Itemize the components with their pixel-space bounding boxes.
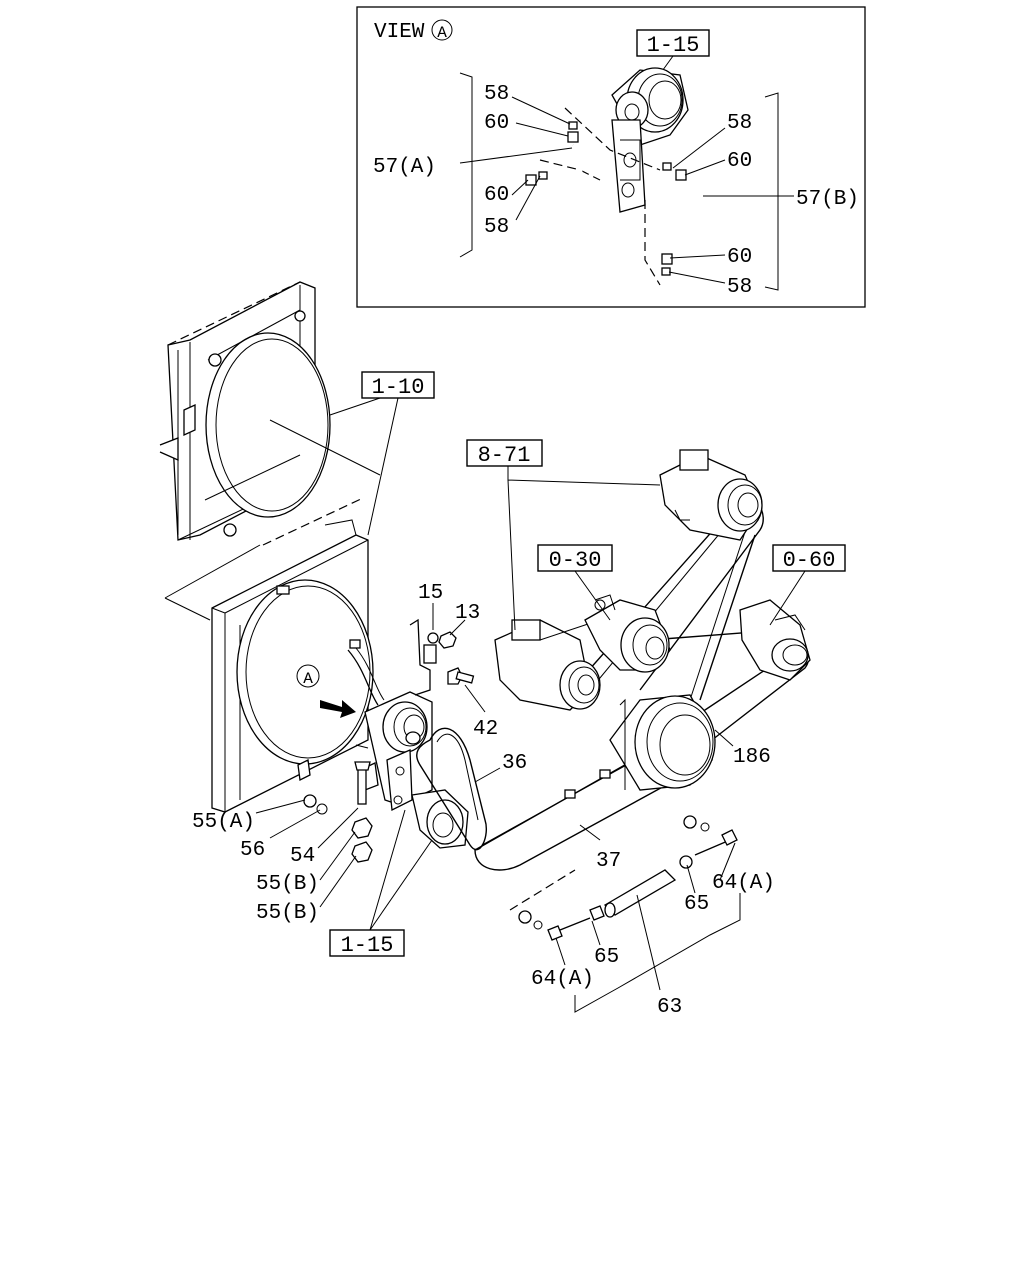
crankshaft-pulley-drawing (609, 694, 716, 791)
callout-36: 36 (502, 752, 527, 775)
ref-label-0-60: 0-60 (783, 548, 836, 573)
view-title: VIEW (374, 21, 425, 44)
callout-57b: 57(B) (796, 188, 859, 211)
ref-label-1-15-inset: 1-15 (647, 33, 700, 58)
callout-60: 60 (727, 246, 752, 269)
callout-65: 65 (594, 946, 619, 969)
callout-56: 56 (240, 839, 265, 862)
callout-58: 58 (727, 112, 752, 135)
pump-assembly-drawing (359, 618, 469, 849)
alternator-0-60-drawing (739, 599, 811, 681)
fan-shroud-drawing: A (164, 519, 385, 813)
view-arrow-icon (320, 700, 356, 718)
callout-58: 58 (727, 276, 752, 299)
callout-64a: 64(A) (712, 872, 775, 895)
callout-15: 15 (418, 582, 443, 605)
callout-58: 58 (484, 216, 509, 239)
callout-64a: 64(A) (531, 968, 594, 991)
small-hardware-bottom (518, 769, 738, 941)
callout-55a: 55(A) (192, 811, 255, 834)
callout-57a: 57(A) (373, 156, 436, 179)
view-a-marker-letter: A (303, 670, 313, 688)
view-a-marker (296, 664, 320, 688)
hose-57b (661, 162, 702, 276)
callout-13: 13 (455, 602, 480, 625)
ref-box-0-60 (772, 544, 846, 572)
callout-58: 58 (484, 83, 509, 106)
inset-frame (356, 6, 866, 308)
ref-box-8-71 (466, 439, 543, 467)
ac-compressor-lower-drawing (494, 619, 601, 711)
water-pump-drawing (611, 67, 689, 213)
view-a-inset: VIEW A 1-15 (356, 6, 866, 308)
rod-63-drawing (509, 869, 677, 918)
ref-label-1-10: 1-10 (372, 375, 425, 400)
callout-60: 60 (484, 112, 509, 135)
callout-42: 42 (473, 718, 498, 741)
callout-55b: 55(B) (256, 873, 319, 896)
callout-60: 60 (727, 150, 752, 173)
callout-63: 63 (657, 996, 682, 1019)
ref-box-1-10 (361, 371, 435, 399)
ref-box-1-15-inset (636, 29, 710, 57)
callout-54: 54 (290, 845, 315, 868)
callout-60: 60 (484, 184, 509, 207)
callout-65: 65 (684, 893, 709, 916)
view-circle-letter: A (437, 24, 447, 42)
ref-label-8-71: 8-71 (478, 443, 531, 468)
hose-57a (525, 121, 583, 193)
callout-labels: 15 13 42 36 186 37 55(A) 56 54 55(B) 55(… (192, 582, 775, 1019)
callout-55b: 55(B) (256, 902, 319, 925)
ref-label-1-15: 1-15 (341, 933, 394, 958)
radiator-drawing (159, 281, 331, 541)
ref-box-0-30 (537, 544, 613, 572)
ac-compressor-upper-drawing (659, 449, 763, 541)
ref-box-1-15 (329, 929, 405, 957)
callout-186: 186 (733, 746, 771, 769)
callout-leaders (255, 603, 741, 1013)
callout-37: 37 (596, 850, 621, 873)
alternator-0-30-drawing (584, 594, 671, 673)
view-circle (431, 19, 453, 41)
small-hardware-left (303, 631, 475, 863)
ref-label-0-30: 0-30 (549, 548, 602, 573)
